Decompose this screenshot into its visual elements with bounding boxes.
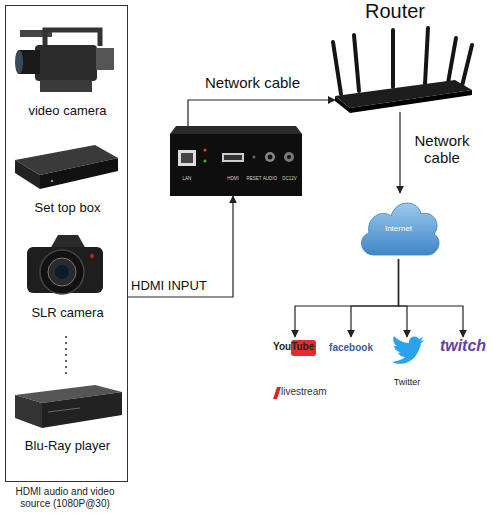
camera-lens-glass	[15, 50, 23, 74]
logo-text: twitch	[434, 337, 491, 355]
router-front	[350, 90, 472, 113]
audio-jack	[265, 152, 275, 162]
router-antennas	[333, 28, 472, 94]
facebook-logo: facebook	[328, 337, 374, 359]
device-label: Blu-Ray player	[6, 439, 129, 454]
reset-hole	[253, 156, 256, 159]
slr-lens-glass	[55, 265, 69, 279]
antenna	[391, 30, 395, 87]
slr-camera-illustration	[27, 235, 103, 294]
port-label: RESET	[246, 176, 262, 181]
connector	[351, 259, 399, 337]
source-group-box: video cameraSet top boxSLR cameraBlu-Ray…	[5, 5, 128, 482]
slr-button	[90, 254, 94, 258]
camera-handle	[45, 30, 100, 46]
router-illustration	[333, 28, 472, 113]
box-top	[15, 145, 118, 175]
twitter-bird	[392, 336, 425, 364]
antenna	[425, 28, 428, 84]
led	[203, 159, 206, 162]
cloud-label: Internet	[356, 224, 441, 233]
camera-mic	[20, 30, 52, 37]
dot	[65, 336, 67, 338]
hdmi-port	[222, 153, 244, 162]
logo-text: Twitter	[382, 377, 432, 387]
edge-label: Network cable	[407, 132, 477, 167]
set-top-box-illustration	[15, 145, 118, 189]
logo-text: YouTube	[273, 341, 319, 353]
encoder-top	[170, 126, 302, 134]
router-heading: Router	[355, 0, 435, 23]
encoder-front	[170, 134, 302, 196]
box-front	[40, 158, 118, 189]
router-top	[335, 80, 472, 108]
camera-screen	[96, 48, 114, 70]
dot	[65, 354, 67, 356]
audio-jack-hole	[268, 155, 273, 160]
port-label: LAN	[176, 176, 198, 181]
connector	[188, 100, 335, 126]
antenna	[462, 45, 472, 86]
player-top	[15, 385, 122, 403]
blu-ray-player-illustration	[15, 385, 122, 428]
connector	[399, 112, 400, 193]
group-heading: HDMI audio and video source (1080P@30)	[15, 486, 115, 509]
camera-body	[35, 45, 97, 81]
camera-base	[40, 80, 92, 92]
logo-text: facebook	[326, 342, 376, 354]
antenna	[448, 38, 456, 83]
connector	[399, 259, 464, 337]
port-label: AUDIO	[262, 176, 278, 181]
box-led	[51, 180, 54, 183]
dot	[65, 342, 67, 344]
dot	[65, 366, 67, 368]
dot	[65, 348, 67, 350]
player-tray	[48, 408, 80, 412]
connector	[399, 259, 408, 337]
edge-label: Network cable	[205, 74, 335, 91]
slr-lens-ring	[48, 258, 76, 286]
internet-cloud: Internet	[356, 193, 441, 259]
slr-body	[27, 247, 103, 293]
continuation-dots	[65, 336, 67, 374]
hdmi-port-inner	[224, 155, 242, 160]
logo-text: livestream	[281, 386, 347, 398]
antenna	[354, 35, 359, 91]
dot	[65, 360, 67, 362]
edge-label: HDMI INPUT	[131, 279, 239, 294]
port-label: HDMI	[222, 176, 244, 181]
device-label: Set top box	[6, 201, 129, 216]
device-label: video camera	[6, 104, 129, 119]
twitch-logo: twitch	[437, 337, 489, 361]
power-jack	[284, 152, 294, 162]
antenna	[333, 42, 341, 94]
player-front	[42, 392, 122, 428]
router-box: Router	[335, 0, 475, 112]
slr-prism	[50, 235, 86, 249]
box-side	[15, 160, 40, 189]
player-side	[15, 395, 42, 428]
port-label: DC12V	[280, 176, 299, 181]
youtube-logo: YouTube	[273, 337, 317, 359]
video-camera-illustration	[15, 30, 114, 92]
livestream-logo: livestream	[271, 385, 347, 401]
slr-lens	[40, 250, 84, 294]
dot	[65, 372, 67, 374]
encoder-box: LAN HDMIRESETAUDIODC12V	[170, 126, 302, 196]
livestream-mark	[273, 387, 281, 399]
router-side	[335, 96, 350, 113]
device-label: SLR camera	[6, 306, 129, 321]
led	[203, 148, 206, 151]
connector	[295, 259, 399, 337]
lan-port-inner	[181, 153, 193, 163]
power-jack-hole	[287, 155, 291, 159]
twitter-logo: Twitter	[388, 337, 426, 392]
lan-port	[178, 150, 196, 166]
camera-lens	[18, 50, 40, 74]
encoder-illustration	[170, 126, 302, 196]
